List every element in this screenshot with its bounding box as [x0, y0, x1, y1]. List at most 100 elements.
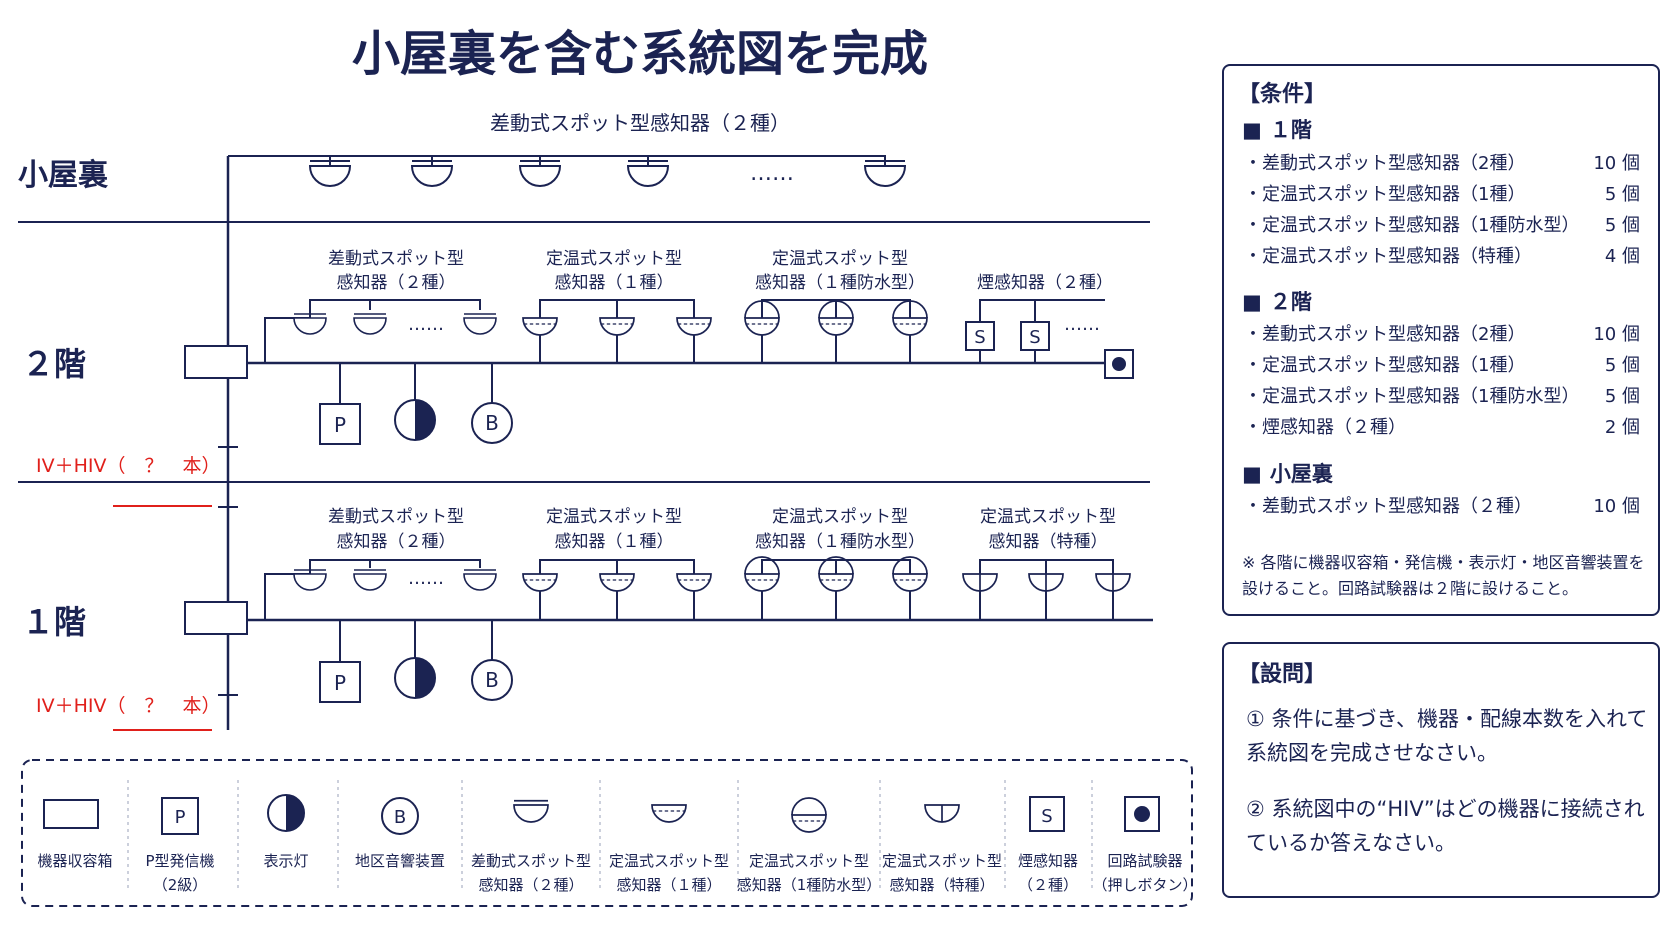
legend-label: （押しボタン） — [1092, 876, 1197, 894]
fixed-temp-special-detector-icon — [1028, 573, 1064, 592]
detector-label: 定温式スポット型 — [546, 249, 682, 269]
svg-text:P: P — [175, 807, 186, 828]
legend-circuit-tester-icon — [1124, 796, 1160, 832]
detector-label: 定温式スポット型 — [980, 507, 1116, 527]
wire-count-label: IV＋HIV（ ？ 本） — [36, 455, 221, 477]
detector-label: 感知器（１種防水型） — [755, 532, 925, 552]
legend-label: 定温式スポット型 — [749, 852, 869, 870]
conditions-panel: 【条件】 １階 差動式スポット型感知器（2種）10 個 定温式スポット型感知器（… — [1222, 64, 1660, 616]
legend-indicator-lamp-icon — [267, 794, 305, 832]
ellipsis: …… — [408, 314, 444, 335]
legend-label: （2級） — [153, 876, 208, 894]
legend-label: 感知器（１種） — [616, 876, 721, 894]
condition-item: 差動式スポット型感知器（2種）10 個 — [1244, 320, 1644, 346]
ellipsis: …… — [750, 161, 794, 186]
indicator-lamp-icon — [394, 399, 436, 441]
conditions-note: ※ 各階に機器収容箱・発信機・表示灯・地区音響装置を設けること。回路試験器は２階… — [1242, 553, 1645, 598]
legend-label: （２種） — [1018, 876, 1078, 894]
svg-text:S: S — [1029, 327, 1040, 348]
legend-label: 回路試験器 — [1107, 852, 1182, 870]
floor-label-1f: １階 — [22, 603, 86, 641]
legend-label: 地区音響装置 — [355, 852, 445, 870]
p-type-transmitter-icon: P — [319, 403, 361, 445]
differential-detector-icon — [353, 569, 387, 591]
fixed-temp-special-detector-icon — [1095, 573, 1131, 592]
differential-detector-icon — [353, 313, 387, 335]
fixed-temp-detector-icon — [676, 573, 712, 592]
floor-label-2f: ２階 — [22, 345, 86, 383]
legend-p-transmitter-icon: P — [161, 797, 199, 835]
detector-label: 定温式スポット型 — [772, 507, 908, 527]
detector-label: 定温式スポット型 — [546, 507, 682, 527]
legend-differential-detector-icon — [513, 799, 549, 823]
questions-panel: 【設問】 ① 条件に基づき、機器・配線本数を入れて系統図を完成させなさい。 ② … — [1222, 642, 1660, 898]
ellipsis: …… — [408, 568, 444, 589]
conditions-title: 【条件】 — [1238, 82, 1327, 107]
differential-detector-icon — [463, 313, 497, 335]
condition-item: 定温式スポット型感知器（1種防水型）5 個 — [1244, 382, 1644, 408]
attic-detector-label: 差動式スポット型感知器（２種） — [490, 111, 790, 135]
legend-alarm-bell-icon: B — [381, 797, 419, 835]
alarm-bell-icon: B — [471, 402, 513, 444]
fixed-temp-detector-icon — [599, 573, 635, 592]
detector-label: 感知器（１種防水型） — [755, 273, 925, 293]
legend-label: 感知器（特種） — [889, 876, 994, 894]
question-1: ① 条件に基づき、機器・配線本数を入れて系統図を完成させなさい。 — [1246, 707, 1648, 765]
svg-text:B: B — [485, 668, 499, 692]
fixed-temp-detector-icon — [676, 317, 712, 336]
section-heading: 小屋裏 — [1242, 458, 1333, 488]
svg-text:B: B — [394, 807, 406, 828]
differential-detector-icon — [463, 569, 497, 591]
ellipsis: …… — [1064, 314, 1100, 335]
legend-smoke-detector-icon: S — [1029, 796, 1065, 832]
detector-label: 差動式スポット型 — [328, 249, 464, 269]
system-diagram: 小屋裏を含む系統図を完成 小屋裏 ２階 １階 差動式スポット型感知器（２種） …… — [18, 26, 1198, 907]
legend-box — [21, 759, 1193, 907]
detector-label: 煙感知器（２種） — [977, 273, 1113, 293]
legend-fixed-temp-special-detector-icon — [924, 804, 960, 823]
question-2: ② 系統図中の“HIV”はどの機器に接続されているか答えなさい。 — [1246, 797, 1645, 855]
indicator-lamp-icon — [394, 657, 436, 699]
equipment-box-1f — [184, 601, 248, 635]
legend-fixed-temp-waterproof-detector-icon — [791, 797, 827, 833]
alarm-bell-icon: B — [471, 659, 513, 701]
wire-count-label: IV＋HIV（ ？ 本） — [36, 695, 221, 717]
condition-item: 定温式スポット型感知器（1種）5 個 — [1244, 180, 1644, 206]
detector-label: 感知器（１種） — [555, 532, 674, 552]
attic-wire — [228, 155, 886, 166]
legend-label: 定温式スポット型 — [882, 852, 1002, 870]
condition-item: 差動式スポット型感知器（2種）10 個 — [1244, 149, 1644, 175]
smoke-detector-icon: S — [965, 321, 995, 351]
svg-text:S: S — [974, 327, 985, 348]
condition-item: 定温式スポット型感知器（特種）4 個 — [1244, 242, 1644, 268]
detector-label: 定温式スポット型 — [772, 249, 908, 269]
floor-label-attic: 小屋裏 — [18, 158, 109, 193]
detector-label: 差動式スポット型 — [328, 507, 464, 527]
smoke-detector-icon: S — [1020, 321, 1050, 351]
svg-text:P: P — [334, 413, 346, 437]
p-type-transmitter-icon: P — [319, 661, 361, 703]
legend-label: 機器収容箱 — [37, 852, 112, 870]
equipment-box-2f — [184, 345, 248, 379]
fixed-temp-detector-icon — [522, 573, 558, 592]
detector-label: 感知器（２種） — [337, 532, 456, 552]
detector-label: 感知器（１種） — [555, 273, 674, 293]
section-heading: １階 — [1242, 114, 1312, 144]
legend-label: 差動式スポット型 — [471, 852, 591, 870]
legend-label: 感知器（２種） — [478, 876, 583, 894]
condition-item: 煙感知器（２種）2 個 — [1244, 413, 1644, 439]
legend-label: P型発信機 — [145, 852, 214, 870]
fixed-temp-detector-icon — [599, 317, 635, 336]
legend-label: 煙感知器 — [1018, 852, 1078, 870]
fixed-temp-detector-icon — [522, 317, 558, 336]
legend-label: 定温式スポット型 — [609, 852, 729, 870]
section-heading: ２階 — [1242, 286, 1312, 316]
svg-text:P: P — [334, 671, 346, 695]
condition-item: 差動式スポット型感知器（２種）10 個 — [1244, 492, 1644, 518]
legend-label: 表示灯 — [263, 852, 308, 870]
detector-label: 感知器（２種） — [337, 273, 456, 293]
legend-equipment-box-icon — [43, 799, 99, 829]
svg-text:B: B — [485, 411, 499, 435]
legend-label: 感知器（1種防水型） — [737, 876, 882, 894]
page-title: 小屋裏を含む系統図を完成 — [352, 26, 928, 82]
